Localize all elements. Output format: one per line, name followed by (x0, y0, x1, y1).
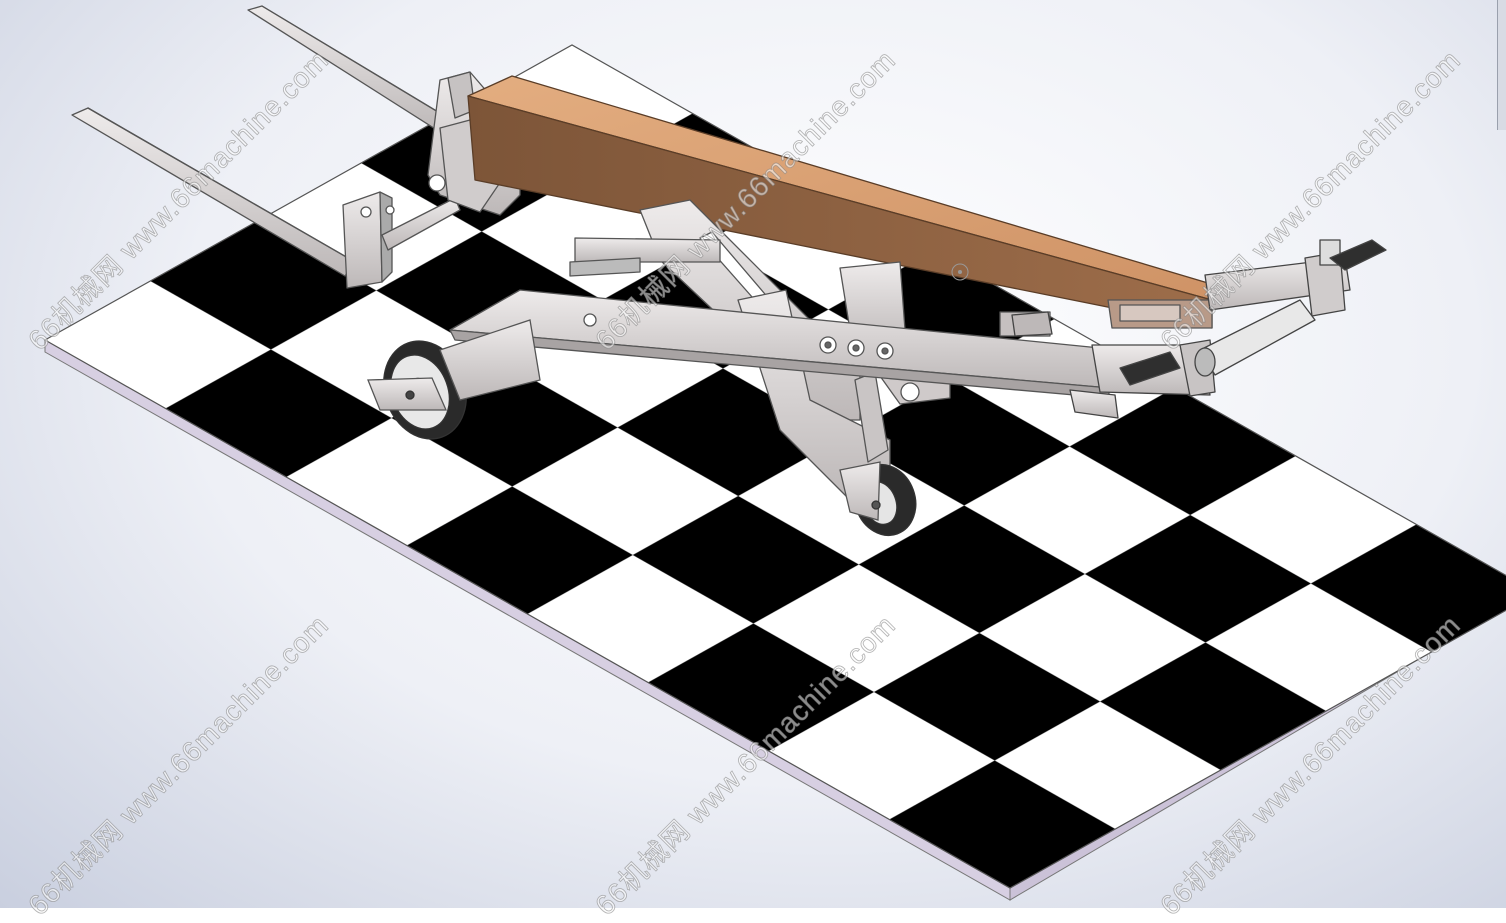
fork-arms (71, 5, 461, 289)
wooden-beam (467, 75, 1219, 329)
handle-bar-icon (1329, 239, 1387, 271)
front-caster (367, 319, 541, 440)
board-outline (43, 44, 1506, 889)
center-wheel (839, 461, 917, 537)
origin-marker (951, 263, 969, 281)
handle-assembly (1011, 239, 1387, 419)
window-edge-strip[interactable] (1497, 0, 1506, 130)
board-tile (1310, 524, 1506, 653)
